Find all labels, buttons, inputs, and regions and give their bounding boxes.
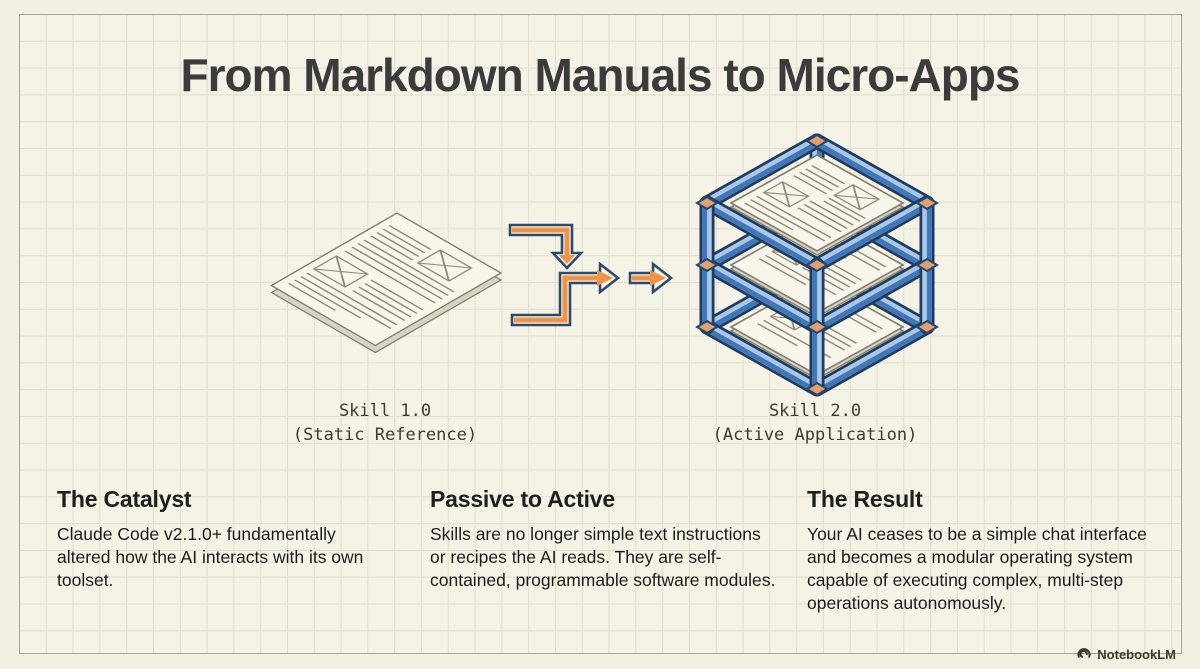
flow-arrows-illustration — [508, 223, 674, 327]
column-catalyst: The Catalyst Claude Code v2.1.0+ fundame… — [57, 486, 375, 592]
corner-joints — [695, 133, 939, 397]
elbow-down-arrow-icon — [508, 223, 584, 270]
text-lines — [288, 225, 455, 329]
watermark: NotebookLM — [1076, 646, 1176, 662]
sheet-top-face — [270, 212, 503, 347]
column-heading: The Catalyst — [57, 486, 192, 512]
skill1-caption: Skill 1.0 (Static Reference) — [235, 399, 535, 447]
image-placeholder-icon — [416, 249, 473, 282]
elbow-right-arrow-icon — [510, 261, 621, 327]
column-heading: Passive to Active — [430, 486, 615, 512]
notebooklm-swirl-icon — [1077, 648, 1091, 658]
column-body: Skills are no longer simple text instruc… — [430, 524, 776, 590]
column-result: The Result Your AI ceases to be a simple… — [807, 486, 1155, 615]
image-placeholder-icon — [312, 255, 369, 288]
module-cube-illustration — [695, 133, 939, 397]
column-heading: The Result — [807, 486, 923, 512]
page-title: From Markdown Manuals to Micro-Apps — [180, 49, 1020, 101]
skill2-caption-line2: (Active Application) — [712, 425, 918, 445]
straight-right-arrow-icon — [628, 261, 674, 295]
grid-panel — [19, 14, 1182, 654]
document-sheet-illustration — [270, 212, 503, 354]
skill1-caption-line2: (Static Reference) — [292, 425, 478, 445]
watermark-label: NotebookLM — [1097, 646, 1176, 662]
column-passive-to-active: Passive to Active Skills are no longer s… — [430, 486, 778, 592]
skill2-caption-line1: Skill 2.0 — [768, 401, 862, 421]
column-body: Your AI ceases to be a simple chat inter… — [807, 524, 1147, 613]
column-body: Claude Code v2.1.0+ fundamentally altere… — [57, 524, 364, 590]
skill1-caption-line1: Skill 1.0 — [338, 401, 432, 421]
skill2-caption: Skill 2.0 (Active Application) — [665, 399, 965, 447]
